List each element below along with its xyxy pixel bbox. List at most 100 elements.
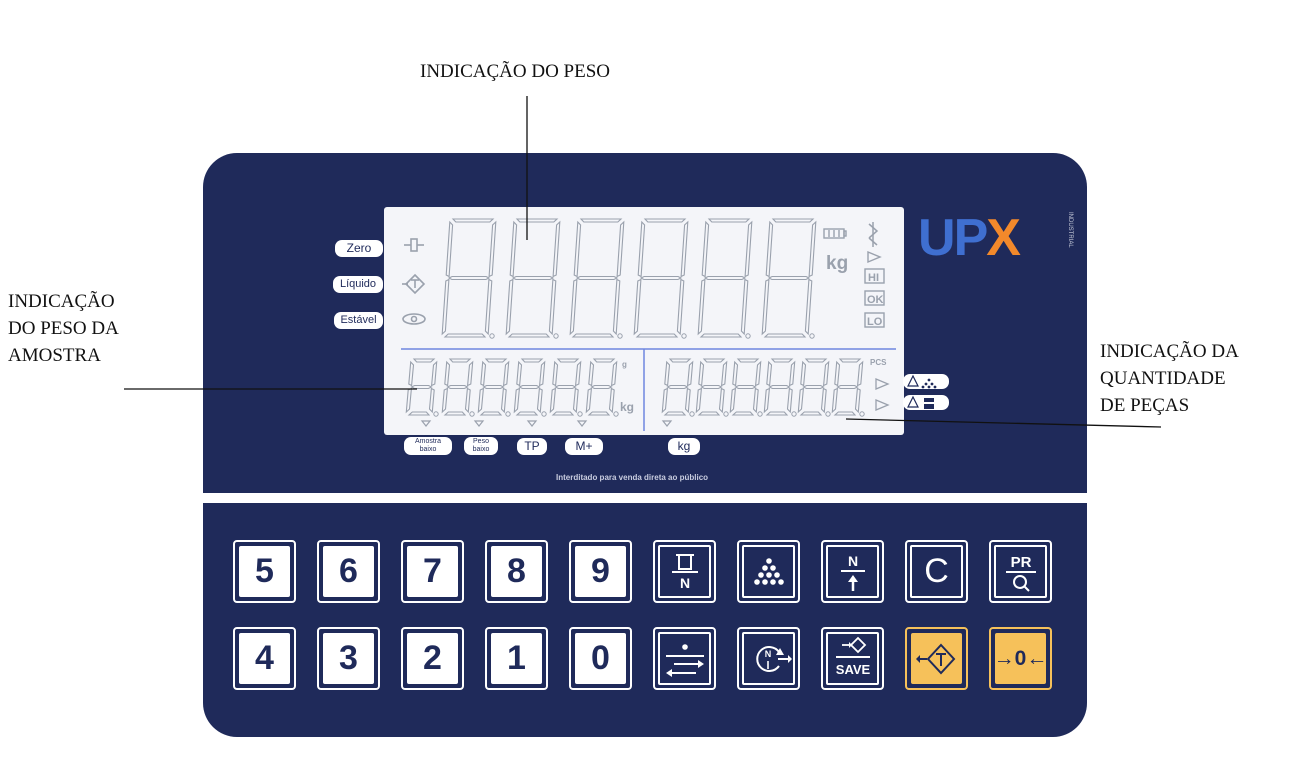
- clear-key-label: C: [910, 545, 963, 598]
- n-cycle-n: N: [765, 649, 772, 659]
- lcd-pcs: PCS: [870, 358, 887, 367]
- lcd-hi: HI: [868, 272, 879, 284]
- callout-sample-line3: AMOSTRA: [8, 345, 101, 366]
- decimal-switch-icon: [666, 643, 704, 677]
- decimal-switch-key[interactable]: [653, 627, 716, 690]
- key-5-label: 5: [239, 546, 290, 597]
- label-amostra-baixo-line2: baixo: [419, 446, 437, 453]
- lcd-segments: kg HI OK LO g kg PCS: [401, 218, 896, 431]
- count-key[interactable]: [737, 540, 800, 603]
- count-digit: [729, 358, 763, 417]
- sample-digit: [585, 358, 619, 417]
- indicator-arrow-icon: [867, 250, 882, 264]
- indicator-triangles: [420, 420, 673, 427]
- lcd-lo: LO: [867, 316, 883, 328]
- n-up-n: N: [848, 553, 858, 569]
- key-6[interactable]: 6: [317, 540, 380, 603]
- callout-sample-line1: INDICAÇÃO: [8, 291, 115, 312]
- key-7[interactable]: 7: [401, 540, 464, 603]
- brand-logo: UPX: [918, 209, 1021, 267]
- callout-pieces-line2: QUANTIDADE: [1100, 368, 1226, 389]
- battery-icon: [823, 228, 847, 239]
- save-label: SAVE: [836, 662, 871, 677]
- zero-key[interactable]: →0←: [989, 627, 1052, 690]
- key-2[interactable]: 2: [401, 627, 464, 690]
- lcd-ok: OK: [867, 294, 884, 306]
- arrow-upper-icon: [875, 378, 890, 390]
- key-7-label: 7: [407, 546, 458, 597]
- key-8[interactable]: 8: [485, 540, 548, 603]
- gross-net-key[interactable]: N: [653, 540, 716, 603]
- stable-symbol-icon: [402, 313, 426, 325]
- key-5[interactable]: 5: [233, 540, 296, 603]
- warning-overflow-icon: [907, 374, 937, 389]
- main-digit: [633, 218, 689, 339]
- key-0-label: 0: [575, 633, 626, 684]
- sample-digit: [477, 358, 511, 417]
- key-8-label: 8: [491, 546, 542, 597]
- pr-search-icon: PR: [1006, 554, 1036, 592]
- key-9-label: 9: [575, 546, 626, 597]
- key-2-label: 2: [407, 633, 458, 684]
- bluetooth-icon: [868, 222, 879, 247]
- callout-sample-line2: DO PESO DA: [8, 318, 119, 339]
- main-digit: [761, 218, 817, 339]
- logo-letter-u: U: [918, 209, 956, 267]
- lcd-display: kg HI OK LO g kg PCS: [384, 207, 904, 435]
- main-weight-digits: [441, 218, 817, 339]
- lcd-unit-kg-small: kg: [620, 400, 634, 414]
- n-cycle-icon: N: [756, 645, 792, 672]
- n-up-key[interactable]: N: [821, 540, 884, 603]
- notice-text: Interditado para venda direta ao público: [556, 473, 709, 482]
- logo-subtitle: INDUSTRIAL: [1067, 212, 1073, 248]
- tare-icon: [915, 643, 955, 674]
- key-4-label: 4: [239, 633, 290, 684]
- n-up-arrow-icon: N: [841, 553, 865, 591]
- piece-count-digits: [661, 358, 865, 417]
- warning-weight-icon: [907, 395, 934, 409]
- key-1[interactable]: 1: [485, 627, 548, 690]
- callout-pieces-line3: DE PEÇAS: [1100, 395, 1190, 416]
- count-digit: [831, 358, 865, 417]
- label-liquido: Líquido: [333, 276, 383, 293]
- main-digit: [505, 218, 561, 339]
- count-digit: [797, 358, 831, 417]
- lcd-unit-kg: kg: [826, 253, 848, 274]
- label-zero: Zero: [335, 240, 383, 257]
- label-amostra-baixo: Amostra baixo: [404, 437, 452, 455]
- key-0[interactable]: 0: [569, 627, 632, 690]
- pr-key[interactable]: PR: [989, 540, 1052, 603]
- count-digit: [661, 358, 695, 417]
- sample-digit: [513, 358, 547, 417]
- main-digit: [569, 218, 625, 339]
- lcd-unit-g: g: [622, 360, 627, 369]
- label-estavel: Estável: [334, 312, 383, 329]
- main-digit: [441, 218, 497, 339]
- key-3[interactable]: 3: [317, 627, 380, 690]
- key-4[interactable]: 4: [233, 627, 296, 690]
- clear-key[interactable]: C: [905, 540, 968, 603]
- sample-weight-digits: [405, 358, 619, 417]
- logo-letter-p: P: [953, 209, 989, 267]
- label-peso-baixo-line1: Peso: [473, 438, 489, 445]
- gross-net-icon: N: [672, 553, 698, 591]
- tare-key[interactable]: [905, 627, 968, 690]
- zero-key-label: →0←: [994, 633, 1047, 684]
- sample-digit: [441, 358, 475, 417]
- key-9[interactable]: 9: [569, 540, 632, 603]
- key-3-label: 3: [323, 633, 374, 684]
- count-digit: [763, 358, 797, 417]
- sample-digit: [549, 358, 583, 417]
- callout-weight: INDICAÇÃO DO PESO: [420, 61, 611, 82]
- main-digit: [697, 218, 753, 339]
- label-peso-baixo-line2: baixo: [472, 446, 490, 453]
- label-peso-baixo: Peso baixo: [464, 437, 498, 455]
- n-cycle-key[interactable]: N: [737, 627, 800, 690]
- arrow-lower-icon: [875, 399, 890, 411]
- save-key[interactable]: SAVE: [821, 627, 884, 690]
- label-m-plus: M+: [565, 438, 603, 455]
- logo-letter-x: X: [986, 209, 1021, 267]
- callout-pieces-line1: INDICAÇÃO DA: [1100, 341, 1239, 362]
- keypad-panel: [203, 503, 1087, 737]
- label-tp: TP: [517, 438, 547, 455]
